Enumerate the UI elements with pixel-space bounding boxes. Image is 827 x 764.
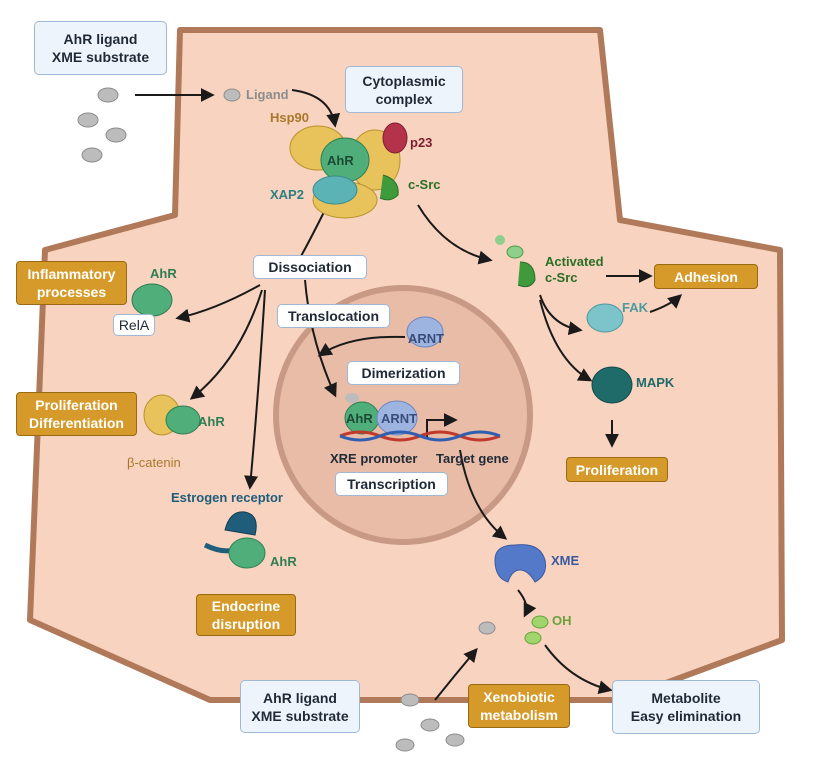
ahr-arnt-dimer: [344, 393, 418, 436]
fak-label: FAK: [622, 300, 648, 315]
endocrine-outcome-box: Endocrine disruption: [196, 594, 296, 636]
metabolite-line1: Metabolite: [651, 690, 721, 706]
xme-enzyme: [494, 544, 546, 583]
ahr-relA-protein: [131, 283, 173, 317]
ligand-molecules-bottom: [395, 621, 496, 752]
xenobiotic-line2: metabolism: [480, 707, 558, 723]
endocrine-line2: disruption: [211, 616, 281, 632]
estrogen-receptor-label: Estrogen receptor: [171, 490, 283, 505]
dna-helix: [339, 430, 501, 442]
ligand-input-box-top: AhR ligand XME substrate: [34, 21, 167, 75]
metabolite-box: Metabolite Easy elimination: [612, 680, 760, 734]
activated-csrc-protein: [495, 235, 536, 288]
ligand-input-top-line2: XME substrate: [51, 49, 150, 65]
ahr-bcat-proteins: [143, 394, 201, 436]
relA-label-box: RelA: [113, 314, 155, 336]
cytoplasmic-complex-line1: Cytoplasmic: [362, 72, 446, 89]
xre-promoter-label: XRE promoter: [330, 451, 418, 466]
ligand-input-box-bottom: AhR ligand XME substrate: [240, 680, 360, 733]
dissociation-box: Dissociation: [253, 255, 367, 279]
endocrine-line1: Endocrine: [211, 598, 281, 614]
ahr-center-label: AhR: [327, 153, 354, 168]
ahr-bcat-label: AhR: [198, 414, 225, 429]
ligand-input-bottom-line2: XME substrate: [251, 707, 349, 724]
csrc-label: c-Src: [408, 177, 441, 192]
proliferation-differentiation-box: Proliferation Differentiation: [16, 392, 137, 436]
mapk-label: MAPK: [636, 375, 675, 390]
xap2-label: XAP2: [270, 187, 304, 202]
dimerization-box: Dimerization: [347, 361, 460, 385]
hydroxylated-product: [524, 615, 549, 645]
xme-label: XME: [551, 553, 580, 568]
arnt-nucleus-label: ARNT: [381, 411, 418, 426]
hsp90-label: Hsp90: [270, 110, 310, 125]
translocation-box: Translocation: [277, 304, 390, 328]
oh-label: OH: [552, 613, 572, 628]
estrogen-ahr-proteins: [203, 511, 266, 569]
mapk-protein: [591, 366, 633, 404]
xenobiotic-line1: Xenobiotic: [483, 689, 555, 705]
proliferation-diff-line2: Differentiation: [29, 415, 124, 431]
xenobiotic-outcome-box: Xenobiotic metabolism: [468, 684, 570, 728]
proliferation-outcome-box: Proliferation: [566, 457, 668, 482]
ligand-molecules-top: [77, 87, 241, 163]
metabolite-line2: Easy elimination: [630, 708, 742, 724]
p23-label: p23: [410, 135, 433, 150]
ligand-input-bottom-line1: AhR ligand: [263, 689, 337, 706]
inflammatory-outcome-box: Inflammatory processes: [16, 261, 127, 305]
ahr-relA-label: AhR: [150, 266, 177, 281]
proliferation-diff-line1: Proliferation: [35, 397, 118, 413]
transcription-box: Transcription: [335, 472, 448, 496]
activated-csrc-line1: Activated: [545, 254, 604, 269]
target-gene-label: Target gene: [436, 451, 509, 466]
cytoplasmic-complex-box: Cytoplasmic complex: [345, 66, 463, 113]
beta-catenin-label: β-catenin: [127, 455, 181, 470]
inflammatory-line1: Inflammatory: [27, 266, 116, 282]
cytoplasmic-complex-line2: complex: [375, 90, 433, 107]
arrows: [135, 88, 683, 701]
ahr-estrogen-label: AhR: [270, 554, 297, 569]
arnt-label: ARNT: [408, 331, 445, 346]
activated-csrc-line2: c-Src: [545, 270, 578, 285]
adhesion-outcome-box: Adhesion: [654, 264, 758, 289]
ligand-input-top-line1: AhR ligand: [63, 31, 138, 47]
ligand-label: Ligand: [246, 87, 289, 102]
inflammatory-line2: processes: [36, 284, 107, 300]
arnt-protein: [406, 316, 444, 348]
fak-protein: [586, 303, 624, 333]
ahr-nucleus-label: AhR: [346, 411, 373, 426]
cytoplasmic-complex-proteins: [289, 122, 408, 219]
